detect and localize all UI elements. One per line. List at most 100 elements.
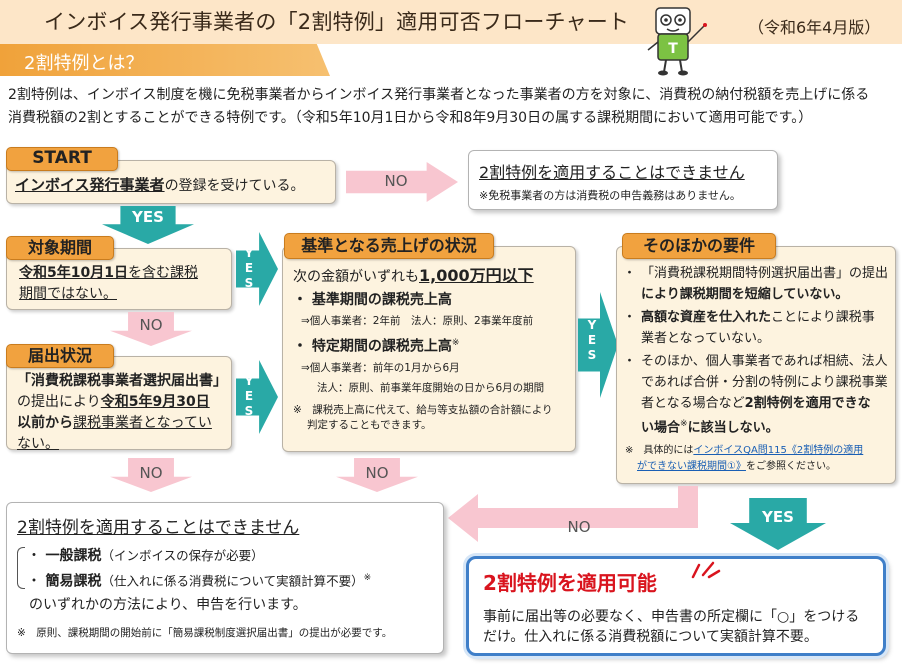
not-applicable-title: 2割特例を適用することはできません (479, 163, 745, 182)
base-sales-detail: ⇒個人事業者：前年の1月から6月 (301, 361, 460, 374)
header-banner (0, 0, 902, 44)
base-sales-note: 判定することもできます。 (307, 418, 432, 431)
bottom-note: ※ 原則、課税期間の開始前に「簡易課税制度選択届出書」の提出が必要です。 (17, 627, 393, 639)
filing-status-box: 「消費税課税事業者選択届出書」 の提出により令和5年9月30日 以前から課税事業… (6, 356, 232, 452)
requirement-text: 「消費税課税期間特例選択届出書」の提出 (641, 266, 889, 281)
yes-arrow-label: YES (762, 508, 794, 526)
yes-letter: E (244, 261, 254, 275)
intro-text-line: 2割特例は、インボイス制度を機に免税事業者からインボイス発行事業者となった事業者… (8, 87, 870, 103)
filing-status-text: 「消費税課税事業者選択届出書」 の提出により令和5年9月30日 以前から課税事業… (17, 371, 227, 455)
requirement-text: い場合 (641, 420, 681, 436)
edition-label: （令和6年4月版） (748, 18, 881, 37)
other-requirements-content: ・ 「消費税課税期間特例選択届出書」の提出 により課税期間を短縮していない。 ・… (623, 263, 895, 438)
base-sales-detail: 法人：原則、前事業年度開始の日から6月の期間 (317, 381, 545, 394)
closing-text: のいずれかの方法により、申告を行います。 (29, 597, 307, 613)
requirement-text: 業者となっていない。 (641, 331, 770, 346)
applicable-line: だけ。仕入れに係る消費税額について実額計算不要。 (483, 629, 818, 645)
no-arrow-label: NO (139, 316, 163, 334)
footnote-mark: ※ (451, 338, 460, 348)
yes-arrow-label: Y E S (585, 318, 599, 363)
not-applicable-box-bottom: 2割特例を適用することはできません ・ 一般課税（インボイスの保存が必要） ・ … (6, 502, 444, 654)
base-sales-content: 次の金額がいずれも1,000万円以下 ・ 基準期間の課税売上高 ⇒個人事業者：2… (293, 265, 573, 433)
applicable-line: 事前に届出等の必要なく、申告書の所定欄に「○」をつける (483, 609, 860, 625)
other-requirements-note: ※ 具体的にはインボイスQA問115《2割特例の適用 ができない課税期間①》をご… (625, 443, 893, 475)
no-arrow-label: NO (365, 464, 389, 482)
not-applicable-box-top: 2割特例を適用することはできません ※免税事業者の方は消費税の申告義務はありませ… (468, 150, 778, 210)
applicable-title: 2割特例を適用可能 (483, 571, 657, 595)
svg-text:T: T (668, 41, 678, 57)
filing-status-date: 令和5年9月30日 (100, 394, 210, 410)
yes-letter: S (244, 276, 254, 290)
no-arrow-label: NO (139, 464, 163, 482)
section-title: 2割特例とは？ (24, 53, 144, 74)
footnote-mark: ※ (680, 419, 688, 429)
filing-status-fragment: ない。 (17, 436, 59, 452)
filing-status-form: 「消費税課税事業者選択届出書」 (17, 373, 227, 389)
base-sales-item: ・ 特定期間の課税売上高 (293, 338, 452, 355)
no-arrow-label: NO (567, 518, 591, 536)
yes-arrow-label: Y E S (242, 246, 256, 291)
page-title: インボイス発行事業者の「2割特例」適用可否フローチャート (44, 10, 630, 34)
not-applicable-note: ※免税事業者の方は消費税の申告義務はありません。 (479, 189, 741, 202)
other-requirements-tag: そのほかの要件 (622, 233, 776, 259)
base-sales-threshold: 1,000万円以下 (419, 266, 534, 285)
qa-reference-link[interactable]: インボイスQA問115《2割特例の適用 (693, 445, 864, 456)
method-note: （インボイスの保存が必要） (101, 548, 264, 563)
yes-letter: E (587, 333, 597, 347)
start-tag: START (6, 147, 118, 171)
footnote-mark: ※ (363, 573, 372, 583)
method-note: （仕入れに係る消費税について実額計算不要） (101, 573, 364, 589)
base-sales-tag: 基準となる売上げの状況 (284, 233, 494, 259)
no-arrow-label: NO (384, 172, 408, 190)
filing-status-fragment: 以前から (17, 415, 73, 431)
base-sales-box: 次の金額がいずれも1,000万円以下 ・ 基準期間の課税売上高 ⇒個人事業者：2… (282, 246, 576, 452)
note-text: をご参照ください。 (745, 461, 836, 472)
base-sales-item: ・ 基準期間の課税売上高 (293, 292, 452, 308)
tax-mascot-icon: T (647, 7, 707, 76)
yes-arrow-label: YES (132, 208, 164, 226)
target-period-rest: を含む課税 (127, 265, 198, 281)
requirement-text: 者となる場合など (641, 396, 745, 411)
requirement-text: であれば合併・分割の特例により課税事業 (641, 375, 888, 390)
target-period-text: 令和5年10月1日を含む課税 期間ではない。 (19, 263, 198, 305)
bracket (17, 547, 25, 589)
requirement-text: に該当しない。 (687, 420, 779, 436)
method-general: 一般課税 (45, 548, 102, 564)
base-sales-detail: ⇒個人事業者：2年前 法人：原則、2事業年度前 (301, 315, 534, 327)
applicable-box: 2割特例を適用可能 事前に届出等の必要なく、申告書の所定欄に「○」をつける だけ… (466, 556, 886, 656)
base-sales-lead: 次の金額がいずれも (293, 269, 419, 285)
filing-status-fragment: 課税事業者となってい (73, 415, 212, 431)
method-list: ・ 一般課税（インボイスの保存が必要） ・ 簡易課税（仕入れに係る消費税について… (27, 548, 372, 590)
yes-letter: Y (587, 318, 597, 332)
requirement-text: ことにより課税事 (771, 310, 875, 325)
target-period-rest: 期間ではない。 (19, 286, 117, 302)
yes-arrow-label: Y E S (242, 374, 256, 419)
target-period-tag: 対象期間 (6, 236, 114, 260)
yes-letter: S (244, 404, 254, 418)
start-condition: インボイス発行事業者の登録を受けている。 (15, 175, 305, 197)
start-condition-rest: の登録を受けている。 (164, 178, 305, 194)
intro-text-line: 消費税額の2割とすることができる特例です。（令和5年10月1日から令和8年9月3… (8, 110, 813, 126)
start-condition-bold: インボイス発行事業者 (15, 176, 165, 194)
section-bar (0, 44, 330, 76)
start-box: インボイス発行事業者の登録を受けている。 (6, 160, 336, 204)
filing-status-tag: 届出状況 (6, 344, 114, 368)
requirement-text: そのほか、個人事業者であれば相続、法人 (641, 354, 888, 369)
base-sales-note: ※ 課税売上高に代えて、給与等支払額の合計額により (293, 403, 553, 416)
filing-status-fragment: の提出により (17, 394, 101, 410)
yes-letter: S (587, 348, 597, 362)
target-period-date: 令和5年10月1日 (19, 265, 128, 281)
note-text: ※ 具体的には (625, 445, 694, 456)
yes-letter: Y (244, 374, 254, 388)
qa-reference-link[interactable]: ができない課税期間①》 (637, 461, 746, 472)
no-arrow-elbow (448, 486, 698, 542)
yes-letter: Y (244, 246, 254, 260)
method-simplified: 簡易課税 (45, 573, 102, 590)
requirement-text: 高額な資産を仕入れた (641, 310, 772, 325)
not-applicable-title: 2割特例を適用することはできません (17, 518, 300, 538)
sparkle-icon (691, 561, 721, 579)
requirement-text: により課税期間を短縮していない。 (641, 287, 849, 302)
yes-letter: E (244, 389, 254, 403)
other-requirements-box: ・ 「消費税課税期間特例選択届出書」の提出 により課税期間を短縮していない。 ・… (616, 246, 896, 484)
requirement-text: 2割特例を適用できな (744, 396, 871, 411)
